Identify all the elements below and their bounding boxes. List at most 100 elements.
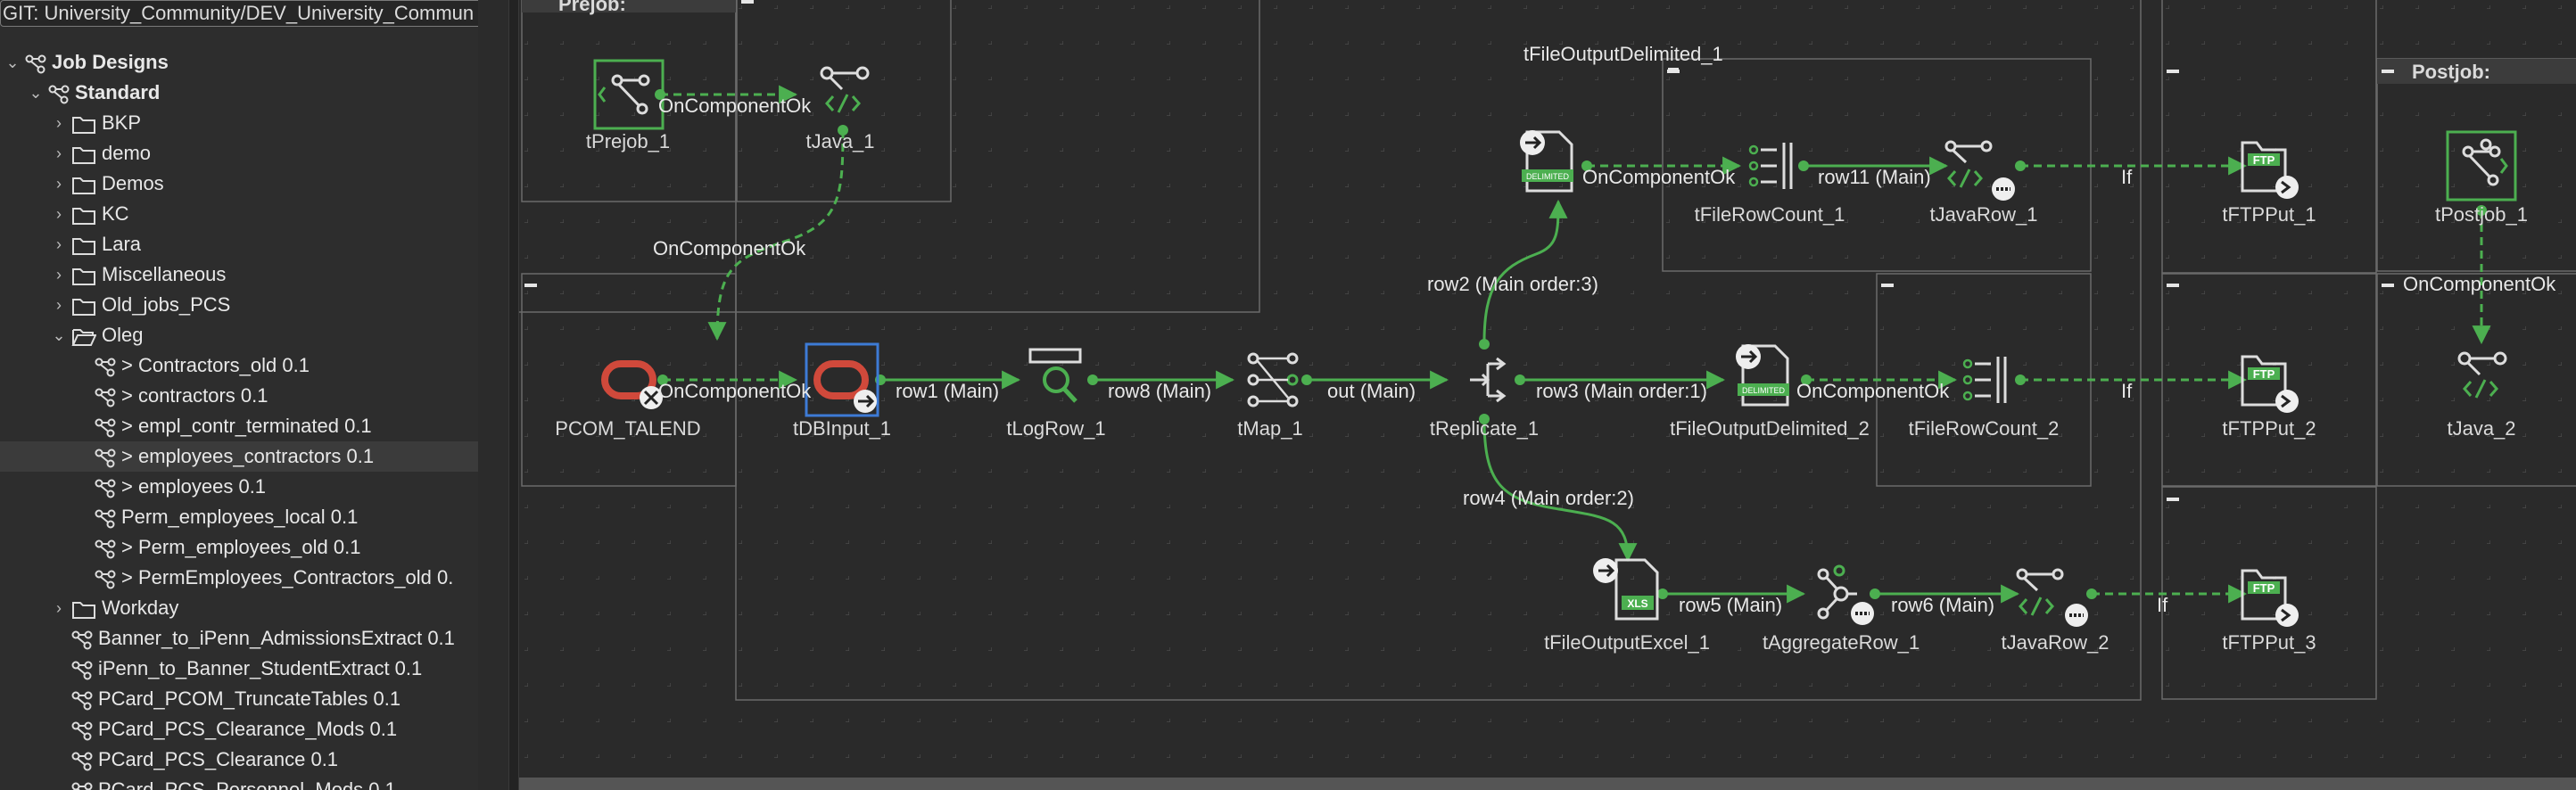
tree-folder[interactable]: ›Miscellaneous	[0, 259, 478, 290]
tree-root[interactable]: ⌄Job Designs	[0, 47, 478, 78]
subjob-collapse-icon[interactable]	[1667, 70, 1680, 73]
link-label[interactable]: row2 (Main order:3)	[1427, 273, 1598, 295]
prejob-title: Prejob:	[558, 0, 626, 15]
link-label[interactable]: row3 (Main order:1)	[1536, 380, 1707, 402]
tfilerowcount-1-icon[interactable]	[1748, 143, 1793, 189]
subjob-collapse-icon[interactable]	[524, 284, 537, 287]
subjob-collapse-icon[interactable]	[741, 0, 754, 4]
folder-icon	[71, 174, 96, 204]
tjavarow-1-icon[interactable]	[1944, 138, 2492, 201]
tftpput-3-icon[interactable]	[2241, 569, 2299, 627]
chevron-right-icon[interactable]: ›	[56, 235, 62, 253]
panel-divider[interactable]	[508, 0, 519, 790]
tree-item-label: PCard_PCS_Clearance_Mods 0.1	[98, 718, 398, 740]
canvas-scrollbar[interactable]	[519, 778, 2576, 790]
tree-job[interactable]: > employees 0.1	[0, 472, 478, 502]
taggregaterow-icon[interactable]	[1817, 564, 1874, 625]
subjob-collapse-icon[interactable]	[2167, 70, 2179, 73]
link-label[interactable]: out (Main)	[1327, 380, 1416, 402]
chevron-right-icon[interactable]: ›	[56, 266, 62, 284]
tree-folder[interactable]: ›KC	[0, 199, 478, 229]
link-label[interactable]: row1 (Main)	[896, 380, 1000, 402]
tftpput-1-icon[interactable]	[2241, 141, 2299, 199]
tmap-icon[interactable]	[1247, 352, 1299, 407]
tprejob-icon[interactable]	[593, 59, 665, 130]
chevron-right-icon[interactable]: ›	[56, 144, 62, 162]
tdbinput-icon[interactable]	[805, 342, 879, 417]
tfileoutputexcel-icon[interactable]	[1593, 558, 1659, 621]
tree-folder[interactable]: ›Old_jobs_PCS	[0, 290, 478, 320]
tftpput-2-icon[interactable]	[2241, 355, 2299, 413]
chevron-right-icon[interactable]: ›	[56, 296, 62, 314]
treplicate-icon[interactable]	[1470, 357, 1507, 403]
tree-folder[interactable]: ›Workday	[0, 593, 478, 623]
component-label: tFileRowCount_1	[1694, 203, 1845, 226]
tree-item-label: Lara	[102, 233, 142, 255]
chevron-down-icon[interactable]: ⌄	[5, 53, 20, 71]
subjob-collapse-icon[interactable]	[2382, 70, 2394, 73]
tree-job[interactable]: > empl_contr_terminated 0.1	[0, 411, 478, 441]
link-label[interactable]: OnComponentOk	[653, 237, 806, 259]
delimited-badge-2: DELIMITED	[1742, 386, 1786, 395]
xls-badge: XLS	[1627, 597, 1647, 610]
chevron-down-icon[interactable]: ⌄	[29, 84, 43, 102]
job-designer-canvas[interactable]: DELIMITED DELIMITED FTP FTP FTP XLS Prej…	[519, 0, 2576, 790]
link-label[interactable]: row8 (Main)	[1108, 380, 1212, 402]
tree-job[interactable]: PCard_PCOM_TruncateTables 0.1	[0, 684, 478, 714]
tree-job[interactable]: Banner_to_iPenn_AdmissionsExtract 0.1	[0, 623, 478, 654]
tree-job[interactable]: PCard_PCS_Personnel_Mods 0.1	[0, 775, 478, 790]
tfileoutputdelimited-1-icon[interactable]	[1520, 130, 1573, 193]
link-label[interactable]: If	[2157, 594, 2168, 616]
tree-job[interactable]: iPenn_to_Banner_StudentExtract 0.1	[0, 654, 478, 684]
tree-folder[interactable]: ›Demos	[0, 169, 478, 199]
subjob-collapse-icon[interactable]	[1881, 284, 1894, 287]
folder-icon	[71, 598, 96, 629]
tree-job[interactable]: Perm_employees_local 0.1	[0, 502, 478, 532]
tree-job[interactable]: PCard_PCS_Clearance_Mods 0.1	[0, 714, 478, 745]
link-label[interactable]: OnComponentOk	[2403, 273, 2556, 295]
tree-item-label: > Contractors_old 0.1	[121, 354, 310, 376]
job-icon	[95, 386, 116, 416]
chevron-right-icon[interactable]: ›	[56, 205, 62, 223]
tree-folder[interactable]: ›demo	[0, 138, 478, 169]
link-label[interactable]: row11 (Main)	[1818, 166, 1931, 188]
tfilerowcount-2-icon[interactable]	[1962, 357, 2007, 403]
tlogrow-icon[interactable]	[1028, 348, 1082, 403]
pcom-talend-icon[interactable]	[601, 360, 663, 409]
link-label[interactable]: If	[2121, 166, 2133, 188]
component-label: PCOM_TALEND	[555, 417, 701, 440]
tfileoutputdelimited-2-icon[interactable]	[1736, 344, 1789, 407]
chevron-right-icon[interactable]: ›	[56, 175, 62, 193]
job-icon	[95, 568, 116, 598]
chevron-down-icon[interactable]: ⌄	[52, 326, 66, 344]
link-label[interactable]: row6 (Main)	[1891, 594, 1995, 616]
tjavarow-2-icon[interactable]	[2016, 568, 2088, 627]
subjob-collapse-icon[interactable]	[2167, 498, 2179, 501]
subjob-collapse-icon[interactable]	[2382, 284, 2394, 287]
tree-job[interactable]: > PermEmployees_Contractors_old 0.	[0, 563, 478, 593]
link-label[interactable]: OnComponentOk	[1582, 166, 1736, 188]
tree-job[interactable]: > Contractors_old 0.1	[0, 350, 478, 381]
tjava-1-icon[interactable]	[820, 66, 870, 113]
tree-folder[interactable]: ⌄ Oleg	[0, 320, 478, 350]
link-label[interactable]: OnComponentOk	[658, 95, 812, 117]
link-label[interactable]: row5 (Main)	[1679, 594, 1783, 616]
link-label[interactable]: OnComponentOk	[1796, 380, 1950, 402]
tree-job[interactable]: PCard_PCS_Clearance 0.1	[0, 745, 478, 775]
tree-job[interactable]: > Perm_employees_old 0.1	[0, 532, 478, 563]
subjob-collapse-icon[interactable]	[2167, 284, 2179, 287]
tree-job[interactable]: > contractors 0.1	[0, 381, 478, 411]
tree-root[interactable]: ⌄Standard	[0, 78, 478, 108]
tjava-2-icon[interactable]	[2457, 351, 2507, 399]
chevron-right-icon[interactable]: ›	[56, 599, 62, 617]
link-label[interactable]: If	[2121, 380, 2133, 402]
git-branch-field[interactable]: GIT: University_Community/DEV_University…	[0, 0, 478, 27]
link-label[interactable]: OnComponentOk	[658, 380, 812, 402]
tree-folder[interactable]: › Lara	[0, 229, 478, 259]
tpostjob-icon[interactable]	[2446, 130, 2517, 202]
tree-folder[interactable]: ›BKP	[0, 108, 478, 138]
chevron-right-icon[interactable]: ›	[56, 114, 62, 132]
link-label[interactable]: row4 (Main order:2)	[1463, 487, 1634, 509]
tree-item-label: Oleg	[102, 324, 144, 346]
tree-job[interactable]: > employees_contractors 0.1	[0, 441, 478, 472]
